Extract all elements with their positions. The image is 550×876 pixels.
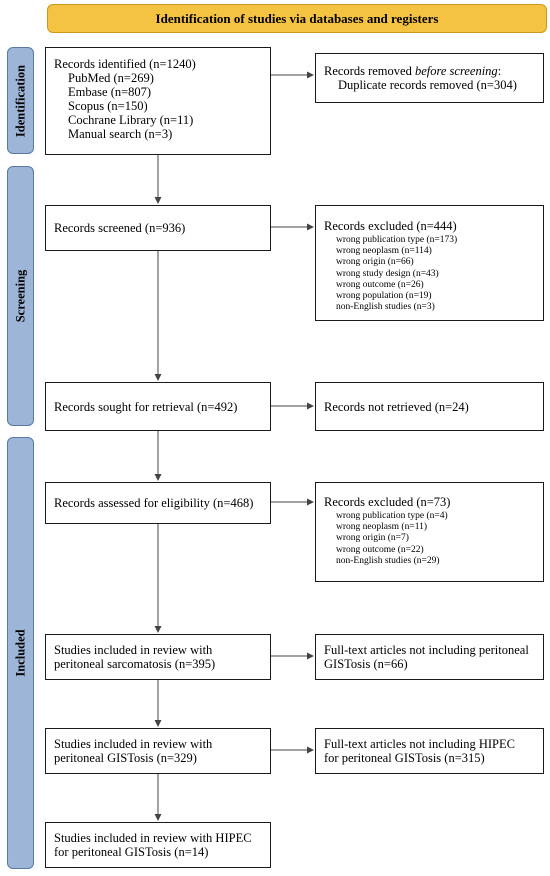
fulltext-gistosis-line2: GISTosis (n=66) (324, 657, 408, 671)
exclusion-reason: wrong origin (n=66) (336, 257, 414, 268)
exclusion-reasons-eligibility: wrong publication type (n=4) wrong neopl… (324, 509, 535, 567)
gistosis-studies-box: Studies included in review with peritone… (45, 728, 271, 774)
exclusion-reasons-screening: wrong publication type (n=173) wrong neo… (324, 233, 535, 313)
records-excluded-screening-box: Records excluded (n=444) wrong publicati… (315, 205, 544, 321)
duplicates-removed: Duplicate records removed (n=304) (338, 78, 517, 92)
hipec-studies-line1: Studies included in review with HIPEC (54, 831, 252, 845)
exclusion-reason: non-English studies (n=29) (336, 555, 440, 566)
phase-screening: Screening (7, 166, 34, 426)
records-screened-title: Records screened (n=936) (54, 221, 186, 235)
sarcomatosis-studies-line1: Studies included in review with (54, 643, 213, 657)
fulltext-gistosis-box: Full-text articles not including periton… (315, 634, 544, 680)
gistosis-studies-line1: Studies included in review with (54, 737, 213, 751)
records-not-retrieved-title: Records not retrieved (n=24) (324, 399, 469, 414)
sarcomatosis-studies-line2: peritoneal sarcomatosis (n=395) (54, 657, 216, 671)
fulltext-hipec-line1: Full-text articles not including HIPEC (324, 737, 515, 751)
records-retrieval-box: Records sought for retrieval (n=492) (45, 382, 271, 431)
exclusion-reason: wrong study design (n=43) (336, 268, 439, 279)
removed-emphasis: before screening (414, 64, 498, 78)
source-item: Manual search (n=3) (68, 127, 173, 141)
records-screened-box: Records screened (n=936) (45, 205, 271, 251)
sarcomatosis-studies-box: Studies included in review with peritone… (45, 634, 271, 680)
records-excluded-eligibility-title: Records excluded (n=73) (324, 495, 451, 509)
source-item: Embase (n=807) (68, 85, 152, 99)
gistosis-studies-line2: peritoneal GISTosis (n=329) (54, 751, 197, 765)
flow-header: Identification of studies via databases … (47, 4, 547, 33)
records-removed-box: Records removed before screening: Duplic… (315, 53, 544, 103)
exclusion-reason: wrong neoplasm (n=11) (336, 522, 428, 533)
fulltext-hipec-box: Full-text articles not including HIPEC f… (315, 728, 544, 774)
records-retrieval-title: Records sought for retrieval (n=492) (54, 399, 238, 414)
exclusion-reason: non-English studies (n=3) (336, 302, 435, 313)
source-item: Scopus (n=150) (68, 99, 148, 113)
phase-included: Included (7, 437, 34, 869)
source-item: Cochrane Library (n=11) (68, 113, 194, 127)
exclusion-reason: wrong publication type (n=4) (336, 511, 448, 521)
records-excluded-screening-title: Records excluded (n=444) (324, 219, 457, 233)
records-eligibility-title: Records assessed for eligibility (n=468) (54, 496, 254, 510)
hipec-studies-box: Studies included in review with HIPEC fo… (45, 822, 271, 868)
records-identified-sources: PubMed (n=269) Embase (n=807) Scopus (n=… (54, 71, 262, 141)
exclusion-reason: wrong origin (n=7) (336, 533, 409, 544)
source-item: PubMed (n=269) (68, 71, 154, 85)
exclusion-reason: wrong publication type (n=173) (336, 235, 458, 245)
exclusion-reason: wrong outcome (n=22) (336, 544, 424, 555)
removed-prefix: Records removed (324, 64, 415, 78)
records-removed-title: Records removed before screening: (324, 64, 535, 78)
records-identified-title: Records identified (n=1240) (54, 57, 196, 71)
removed-suffix: : (497, 64, 502, 78)
records-identified-box: Records identified (n=1240) PubMed (n=26… (45, 47, 271, 155)
exclusion-reason: wrong outcome (n=26) (336, 279, 424, 290)
exclusion-reason: wrong neoplasm (n=114) (336, 246, 432, 257)
records-excluded-eligibility-box: Records excluded (n=73) wrong publicatio… (315, 482, 544, 582)
fulltext-hipec-line2: for peritoneal GISTosis (n=315) (324, 751, 485, 765)
records-not-retrieved-box: Records not retrieved (n=24) (315, 382, 544, 431)
exclusion-reason: wrong population (n=19) (336, 291, 432, 302)
records-eligibility-box: Records assessed for eligibility (n=468) (45, 482, 271, 524)
fulltext-gistosis-line1: Full-text articles not including periton… (324, 643, 529, 657)
phase-identification: Identification (7, 47, 34, 154)
hipec-studies-line2: for peritoneal GISTosis (n=14) (54, 845, 209, 859)
